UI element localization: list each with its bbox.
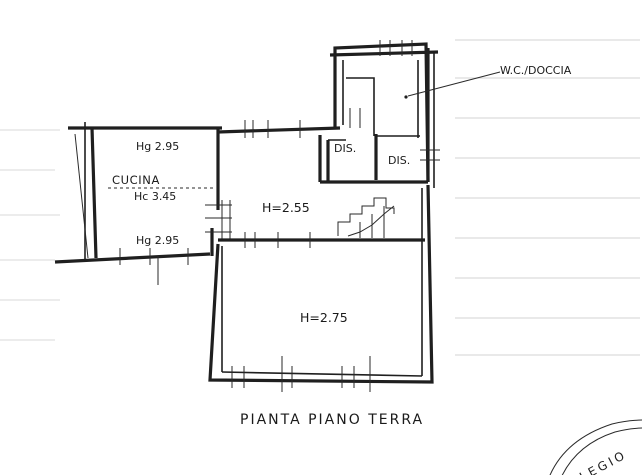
kitchen-height-top: Hg 2.95: [136, 140, 179, 153]
dis-label-2: DIS.: [388, 154, 410, 167]
dis-label-1: DIS.: [334, 142, 356, 155]
wc-pointer-dot: [404, 95, 408, 99]
kitchen-height-bottom: Hg 2.95: [136, 234, 179, 247]
kitchen-walls: [54, 122, 232, 285]
corner-stamp: LEGIO: [549, 419, 642, 475]
room-labels: Hg 2.95 CUCINA Hc 3.45 Hg 2.95 H=2.55 H=…: [112, 64, 572, 325]
stamp-text: LEGIO: [577, 447, 629, 475]
main-room-height: H=2.75: [300, 310, 348, 325]
main-room-walls: [208, 184, 434, 392]
living-height: H=2.55: [262, 200, 310, 215]
kitchen-height-mid: Hc 3.45: [134, 190, 176, 203]
wc-label: W.C./DOCCIA: [500, 64, 572, 77]
stair: [337, 197, 395, 238]
kitchen-name: CUCINA: [112, 173, 160, 187]
background-scan-marks: [0, 39, 640, 356]
service-wing-walls: [326, 40, 501, 188]
living-walls: [217, 120, 428, 248]
drawing-title: PIANTA PIANO TERRA: [240, 412, 424, 428]
